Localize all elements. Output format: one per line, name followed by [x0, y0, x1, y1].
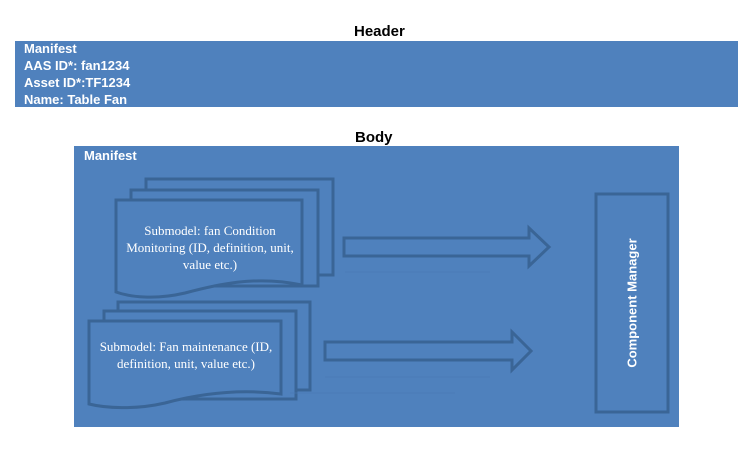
body-section-title: Body — [355, 129, 393, 146]
header-section-title: Header — [354, 23, 405, 40]
arrow-2-icon — [323, 328, 534, 374]
arrow-1-icon — [342, 224, 552, 270]
header-manifest-bar: Manifest AAS ID*: fan1234 Asset ID*:TF12… — [15, 41, 738, 107]
header-manifest-label: Manifest — [24, 41, 77, 56]
component-manager-label: Component Manager — [624, 238, 640, 368]
submodel-1-front-page — [114, 198, 304, 299]
submodel-1-stack — [114, 177, 335, 299]
header-asset-id: Asset ID*:TF1234 — [24, 75, 131, 90]
header-name: Name: Table Fan — [24, 92, 128, 107]
header-aas-id: AAS ID*: fan1234 — [24, 58, 130, 73]
component-manager-box — [594, 192, 670, 414]
submodel-1-label: Submodel: fan Condition Monitoring (ID, … — [126, 223, 294, 272]
submodel-2-label: Submodel: Fan maintenance (ID, definitio… — [99, 339, 273, 371]
submodel-2-stack — [87, 300, 312, 410]
body-manifest-label: Manifest — [84, 148, 137, 163]
submodel-2-front-page — [87, 319, 283, 410]
